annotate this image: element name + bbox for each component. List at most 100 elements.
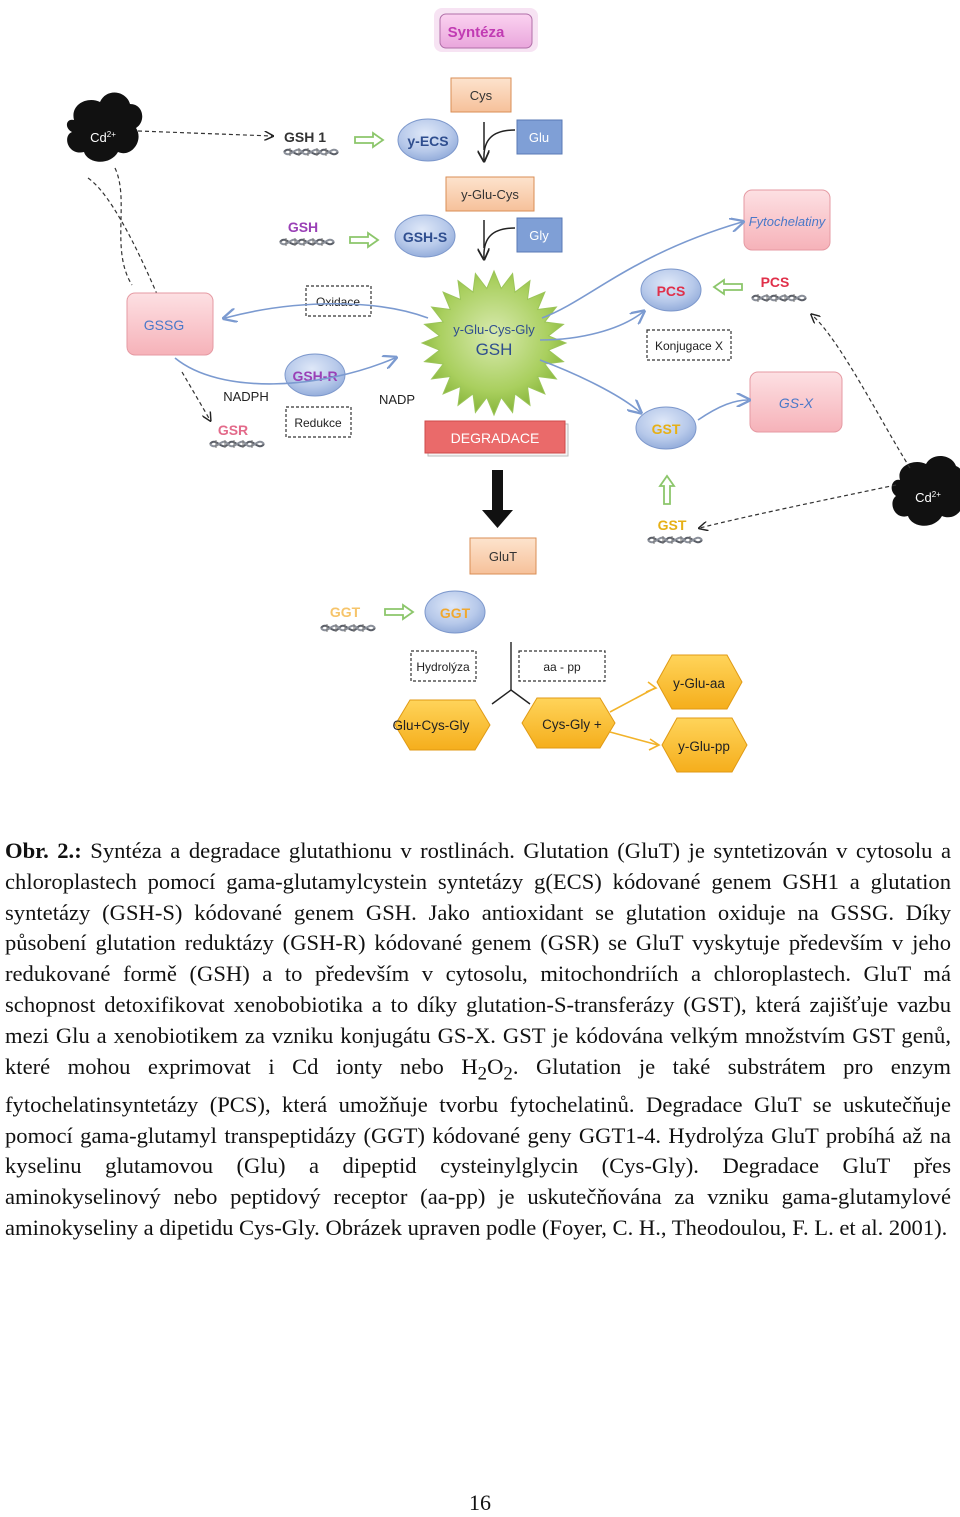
gsr-gene: GSR [209,422,265,449]
translation-arrow-gst [659,475,675,505]
translation-arrow-pcs [713,279,743,295]
gsh-s-label: GSH-S [403,229,447,245]
degradation-down-arrow [482,470,513,528]
cd-label-right: Cd [915,490,932,505]
ggt-gene-label: GGT [330,604,361,620]
glu-label: Glu [529,130,549,145]
translation-arrow-ggt [384,604,414,620]
cys-gly-hexagon: Cys-Gly + [521,697,616,749]
caption-label: Obr. 2.: [5,838,82,863]
nadph-label: NADPH [223,389,269,404]
fytochelatiny-label: Fytochelatiny [749,214,827,229]
ggt-enzyme-node: GGT [424,590,486,634]
join-arrows [484,122,516,258]
glu-box: Glu [516,119,563,155]
gs-x-box: GS-X [749,371,843,433]
y-glu-cys-label: y-Glu-Cys [461,187,519,202]
gssg-box: GSSG [126,292,214,356]
y-glu-aa-hexagon: y-Glu-aa [656,654,743,710]
gssg-label: GSSG [144,317,184,333]
y-glu-cys-box: y-Glu-Cys [445,176,535,212]
gsh-r-node: GSH-R [284,353,346,397]
gsh-star-top-label: y-Glu-Cys-Gly [453,322,535,337]
konjugace-box: Konjugace X [646,329,732,361]
figure-caption: Obr. 2.: Syntéza a degradace glutathionu… [5,836,951,1244]
cd-label-left: Cd [90,130,107,145]
cys-box: Cys [450,77,512,113]
title-box: Syntéza [434,8,538,52]
gsr-gene-label: GSR [218,422,248,438]
redukce-box: Redukce [285,406,352,438]
glutathione-pathway-diagram: Syntéza Cd2+ Cd2+ Cys y-Glu-Cys GluT Glu… [66,8,960,773]
gly-box: Gly [516,217,563,253]
cd-superscript-left: 2+ [107,130,116,139]
ggt-enzyme-label: GGT [440,605,471,621]
degradace-label: DEGRADACE [451,430,540,446]
cys-gly-plus-label: Cys-Gly + [542,717,602,732]
gs-x-label: GS-X [779,395,814,411]
gst-gene: GST [647,517,703,545]
pcs-enzyme-node: PCS [640,268,702,312]
gst-enzyme-node: GST [635,406,697,450]
glu-cys-gly-hexagon: Glu+Cys-Gly [393,699,491,751]
page-number: 16 [469,1490,491,1515]
dna-icon [320,623,376,633]
dna-icon [283,147,339,157]
hydrolyza-box: Hydrolýza [410,650,477,682]
svg-text:Cd2+: Cd2+ [90,130,116,145]
dna-icon [647,535,703,545]
glut-box: GluT [469,537,537,575]
y-glu-pp-label: y-Glu-pp [678,739,730,754]
gst-enzyme-label: GST [652,421,681,437]
y-ecs-label: y-ECS [407,133,448,149]
gsh-star: y-Glu-Cys-Gly GSH [420,269,568,417]
branch-lines [491,642,531,705]
aa-pp-label: aa - pp [543,660,581,674]
redukce-label: Redukce [294,416,342,430]
glut-label: GluT [489,549,517,564]
dna-icon [279,237,335,247]
gly-label: Gly [529,228,549,243]
oxidace-box: Oxidace [305,285,372,317]
glu-cys-gly-label: Glu+Cys-Gly [393,718,470,733]
diagram-title: Syntéza [448,24,505,41]
cys-label: Cys [470,88,493,103]
gsh-s-node: GSH-S [394,214,456,258]
y-ecs-node: y-ECS [397,118,459,162]
gsh-r-label: GSH-R [292,368,337,384]
cd-superscript-right: 2+ [932,490,941,499]
cd-cloud-right: Cd2+ [891,456,960,526]
caption-sub-2a: 2 [477,1063,488,1085]
translation-arrow-gsh [349,232,379,248]
pcs-enzyme-label: PCS [657,283,686,299]
pcs-gene-label: PCS [761,274,790,290]
gsh-star-bottom-label: GSH [476,340,513,359]
ggt-gene: GGT [320,604,376,633]
konjugace-label: Konjugace X [655,339,723,353]
cd-cloud-left: Cd2+ [66,92,143,162]
nadp-label: NADP [379,392,415,407]
hydrolyza-label: Hydrolýza [416,660,470,674]
pathway-arrows [174,222,748,421]
aa-pp-box: aa - pp [518,650,606,682]
dashed-arrows [87,130,911,528]
oxidace-label: Oxidace [316,295,360,309]
caption-text: Syntéza a degradace glutathionu v rostli… [5,838,952,1079]
caption-sub-2b: 2 [503,1063,513,1085]
y-glu-aa-label: y-Glu-aa [673,676,725,691]
gsh-gene: GSH [279,219,335,247]
dna-icon [209,439,265,449]
svg-text:Cd2+: Cd2+ [915,490,941,505]
product-arrows [609,681,661,751]
dna-icon [751,293,807,303]
caption-text-rest: . Glutation je také substrátem pro enzym… [5,1053,951,1241]
translation-arrow-gsh1 [354,132,384,148]
gsh-gene-label: GSH [288,219,318,235]
gsh1-gene: GSH 1 [283,129,339,157]
gst-gene-label: GST [658,517,687,533]
gsh1-gene-label: GSH 1 [284,129,326,145]
caption-o: O [487,1053,504,1079]
fytochelatiny-box: Fytochelatiny [743,189,831,251]
pcs-gene: PCS [751,274,807,303]
y-glu-pp-hexagon: y-Glu-pp [661,717,748,773]
